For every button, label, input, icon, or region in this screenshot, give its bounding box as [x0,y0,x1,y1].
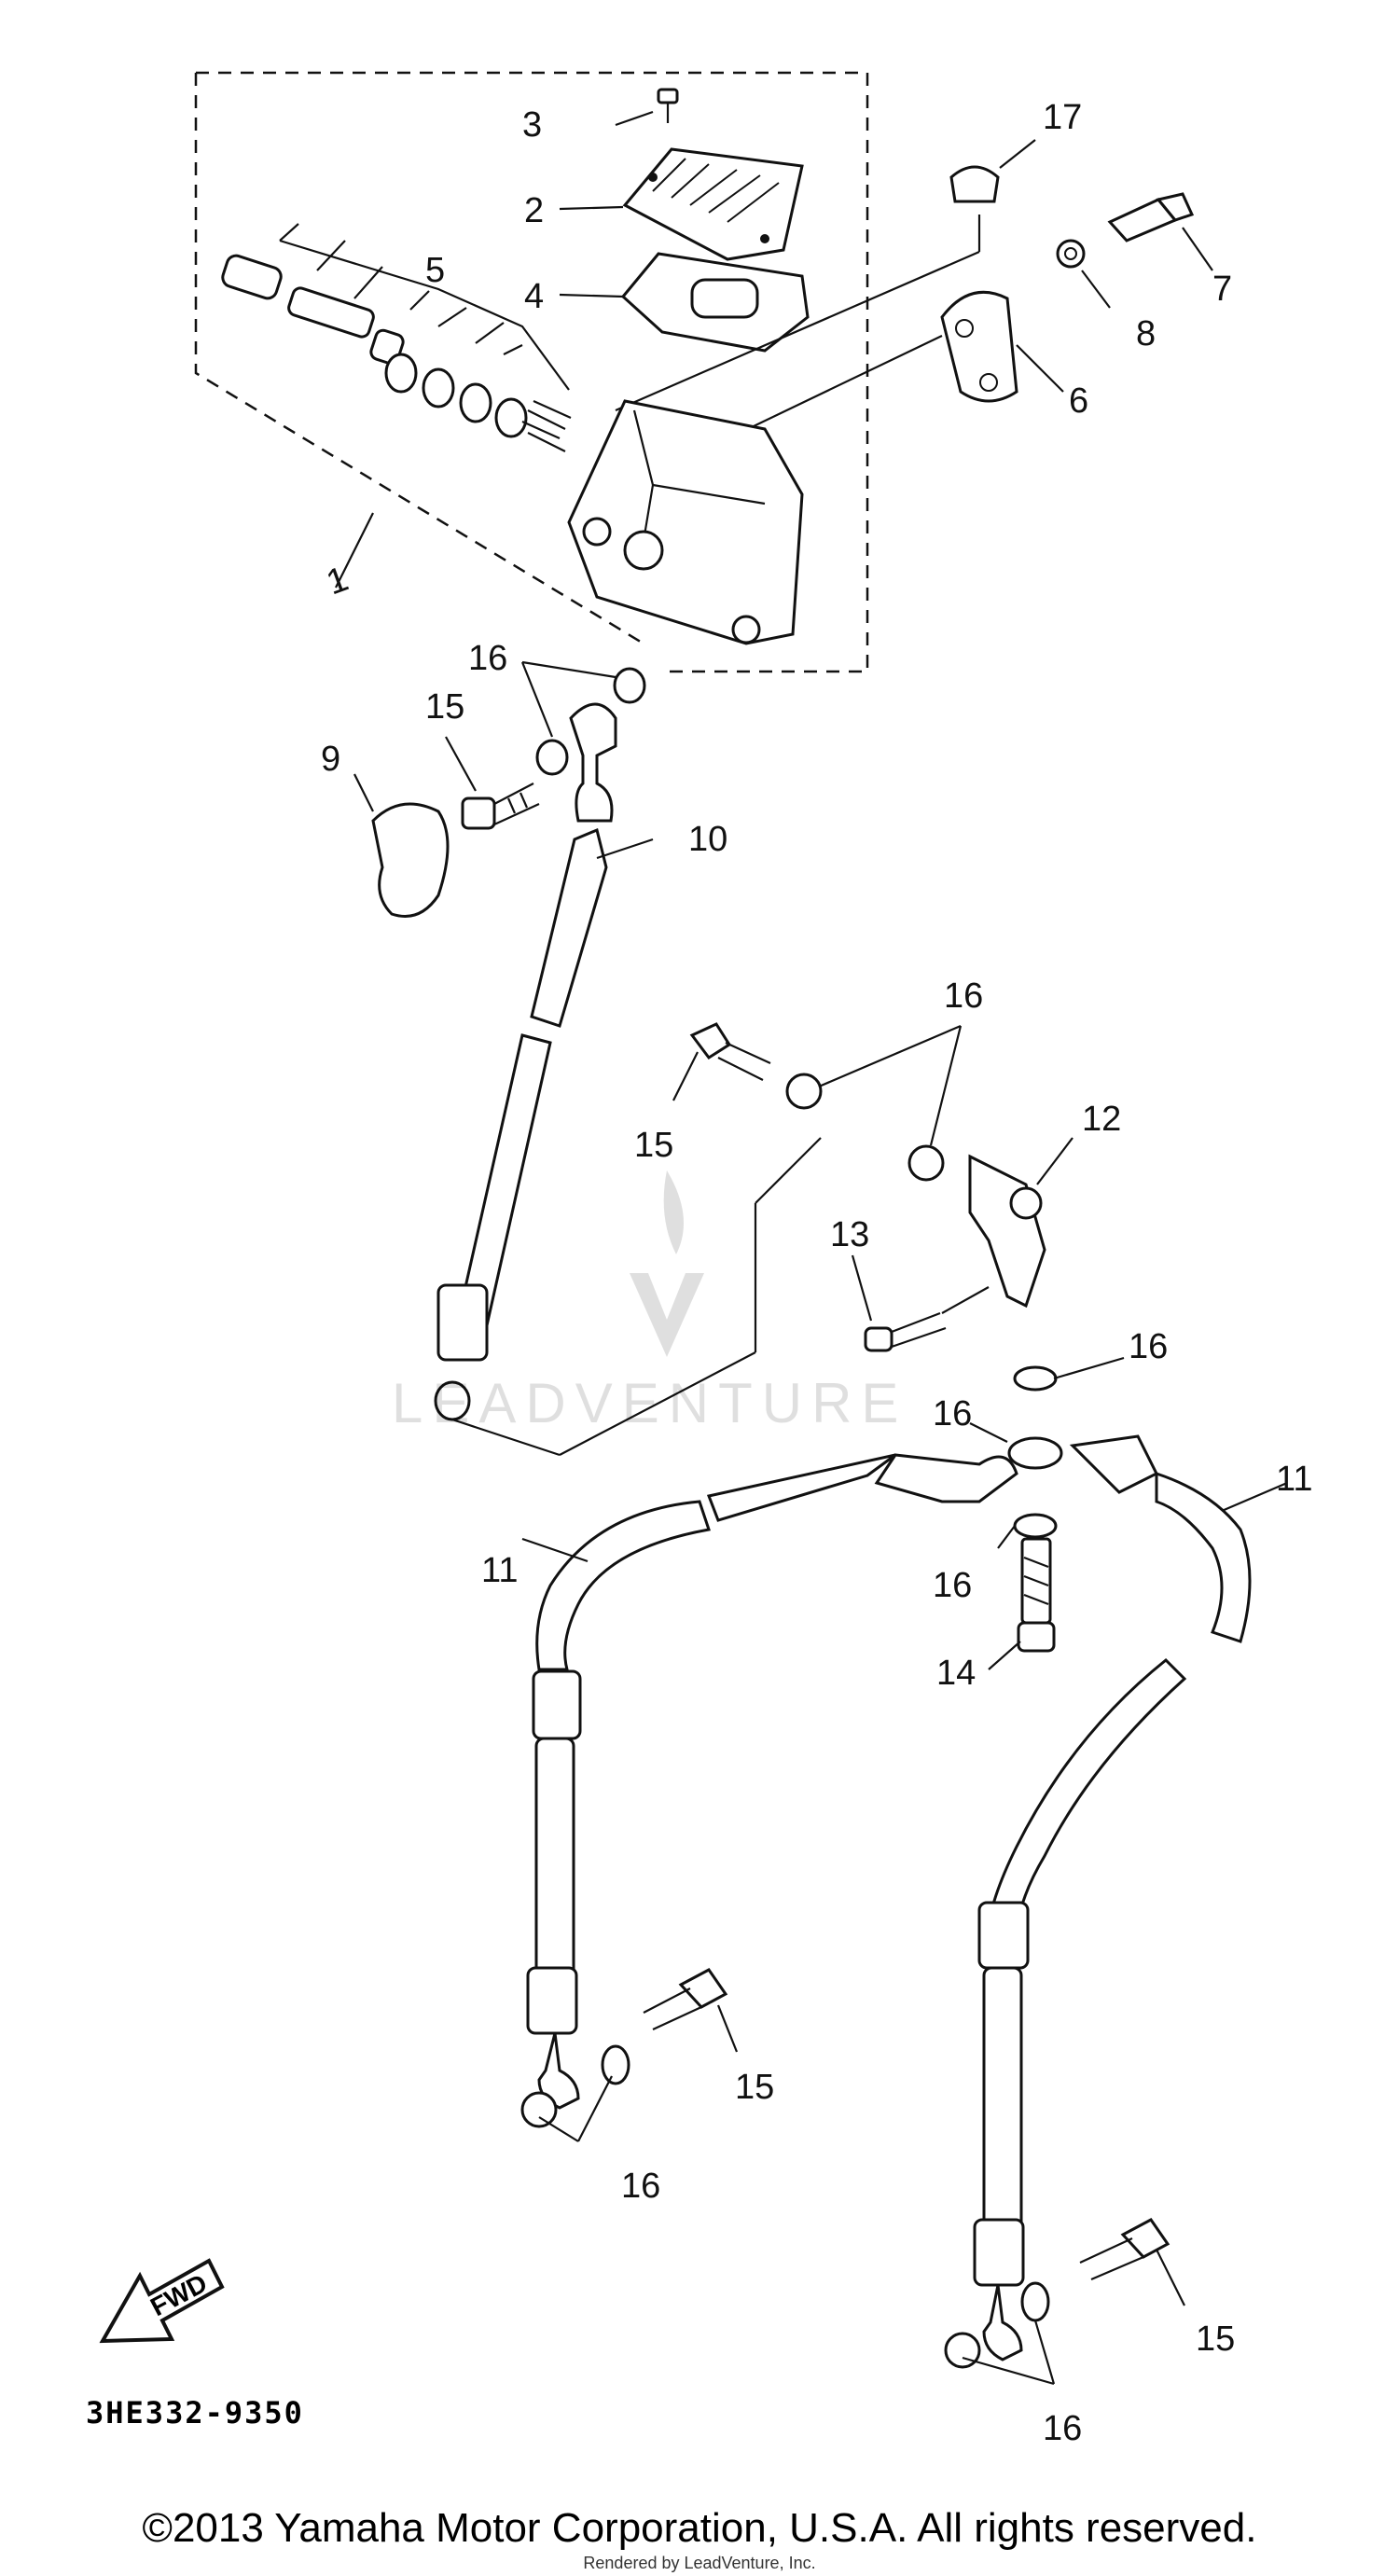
callout-13: 13 [830,1215,869,1254]
diagram-code: 3HE332-9350 [86,2395,304,2431]
watermark-text: LEADVENTURE [392,1372,908,1434]
callout-16-c: 16 [1129,1327,1168,1366]
callout-6: 6 [1069,381,1088,421]
callout-9: 9 [321,740,340,779]
part-9-boot [353,773,450,918]
part-15-bolt-upper [445,736,540,830]
part-16-washers-mid [785,1024,963,1182]
part-16-washers-top [520,660,646,776]
callout-17: 17 [1043,98,1082,137]
callout-15-c: 15 [735,2068,774,2107]
callout-11-a: 11 [1276,1460,1312,1499]
callout-3: 3 [522,105,542,145]
part-2-reservoir-cap [559,147,804,261]
callout-16-d: 16 [933,1394,972,1433]
part-12-joint [968,1137,1073,1309]
part-16-15-lower-left [520,1968,739,2142]
callout-12: 12 [1082,1100,1121,1139]
part-17-cap [615,139,1036,412]
callout-labels: 3 17 2 7 4 5 8 6 1 16 15 9 10 16 15 12 1… [321,98,1312,2448]
callout-14: 14 [936,1654,976,1693]
part-7-bolt [1107,192,1213,271]
callout-16-g: 16 [1043,2409,1082,2448]
callout-5: 5 [425,251,445,290]
callout-1: 1 [322,560,353,603]
callout-2: 2 [524,191,544,230]
part-5-piston-kit [221,223,572,452]
part-11-hose-left [521,1453,1018,2110]
callout-16-f: 16 [621,2167,660,2206]
callout-10: 10 [688,820,727,859]
callout-16-e: 16 [933,1566,972,1605]
callout-8: 8 [1136,314,1156,353]
part-1-master-cylinder [335,399,804,645]
callout-15-b: 15 [634,1126,673,1165]
part-16-15-lower-right [944,2218,1185,2386]
part-6-clamp [708,290,1064,449]
leadventure-logo-watermark [630,1170,704,1357]
callout-4: 4 [524,277,544,316]
part-10-upper-hose [434,702,822,1457]
part-13-screw [851,1254,990,1352]
part-4-diaphragm [559,252,810,353]
part-11-hose-right [973,1434,1288,2361]
callout-15-d: 15 [1196,2320,1235,2359]
callout-7: 7 [1212,270,1232,309]
fwd-arrow-icon: FWD [99,2258,225,2344]
part-15-bolt-mid [672,1022,771,1101]
part-8-washer [1056,239,1111,309]
callout-15-a: 15 [425,687,464,727]
callout-16-b: 16 [944,976,983,1016]
part-3-screw [615,88,679,127]
copyright-notice: ©2013 Yamaha Motor Corporation, U.S.A. A… [142,2505,1257,2551]
rendered-by-notice: Rendered by LeadVenture, Inc. [583,2554,816,2572]
callout-16-a: 16 [468,639,507,678]
callout-11-b: 11 [481,1551,518,1590]
part-14-union-bolt [969,1356,1125,1670]
